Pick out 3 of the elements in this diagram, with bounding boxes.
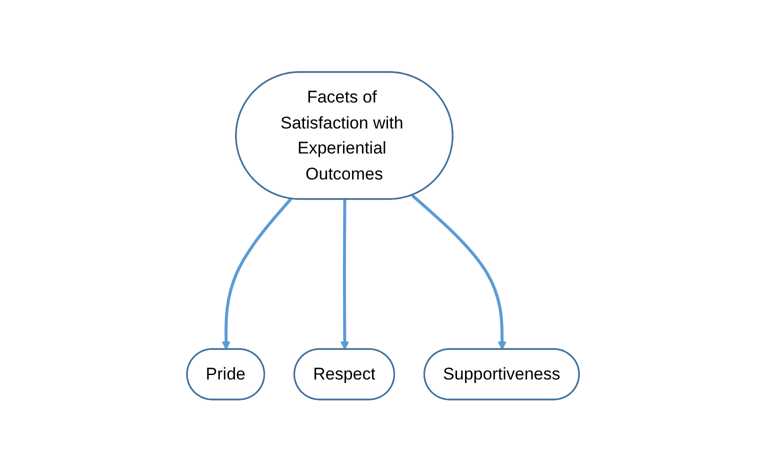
arrow [222, 198, 293, 350]
arrow [340, 199, 350, 350]
arrow [412, 194, 507, 350]
